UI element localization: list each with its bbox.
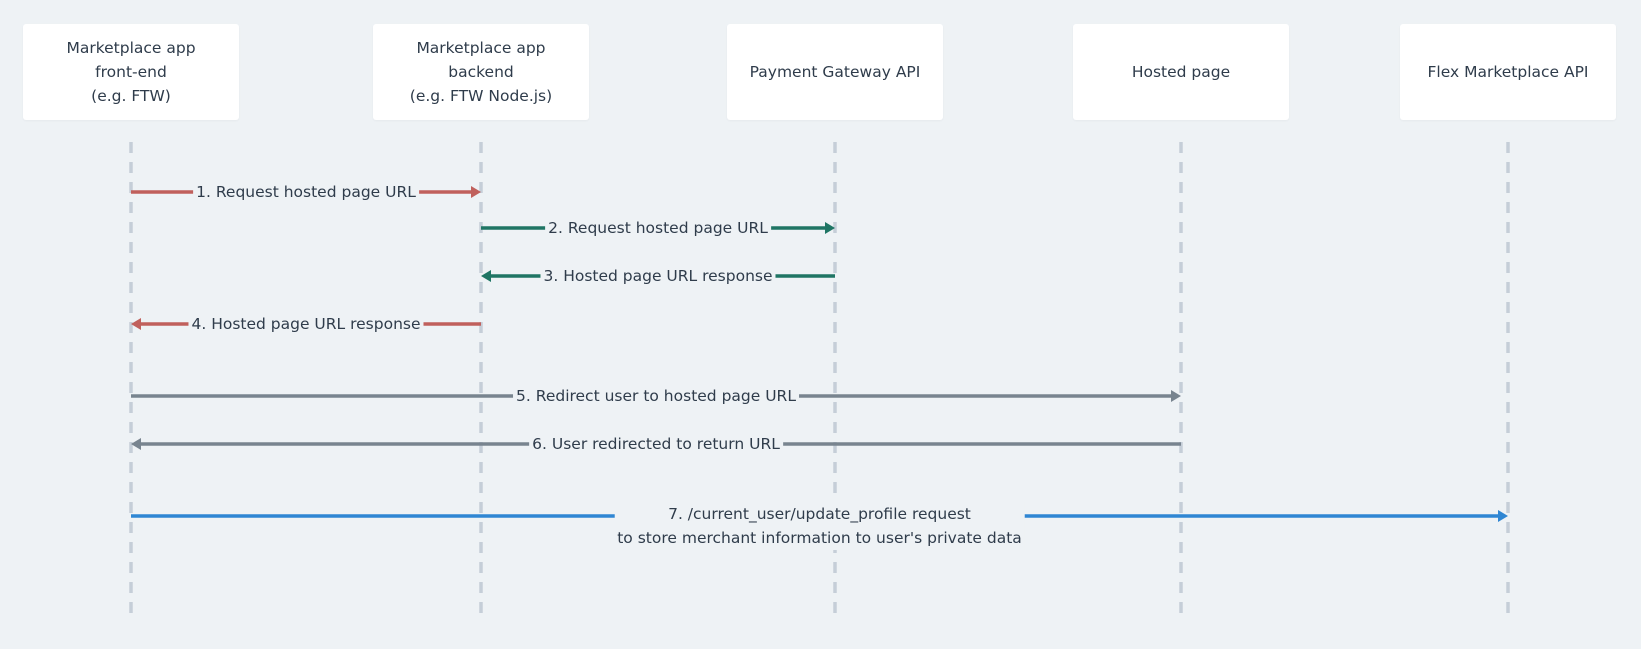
participant-box-frontend: Marketplace app front-end (e.g. FTW) <box>23 24 239 120</box>
message-label-3: 3. Hosted page URL response <box>540 264 776 288</box>
participant-label-frontend: Marketplace app front-end (e.g. FTW) <box>66 39 196 105</box>
participant-box-backend: Marketplace app backend (e.g. FTW Node.j… <box>373 24 589 120</box>
participant-label-flex: Flex Marketplace API <box>1427 63 1589 81</box>
message-label-4: 4. Hosted page URL response <box>188 312 424 336</box>
participant-box-gateway: Payment Gateway API <box>727 24 943 120</box>
message-label-2: 2. Request hosted page URL <box>545 216 771 240</box>
arrowhead-5 <box>1171 390 1181 402</box>
message-label-1: 1. Request hosted page URL <box>193 180 419 204</box>
message-label-5: 5. Redirect user to hosted page URL <box>513 384 799 408</box>
participant-label-backend: Marketplace app backend (e.g. FTW Node.j… <box>409 39 553 105</box>
arrowhead-2 <box>825 222 835 234</box>
participant-box-hosted: Hosted page <box>1073 24 1289 120</box>
participant-box-flex: Flex Marketplace API <box>1400 24 1616 120</box>
participant-label-hosted: Hosted page <box>1131 63 1231 81</box>
arrowhead-3 <box>481 270 491 282</box>
arrowhead-7 <box>1498 510 1508 522</box>
message-label-6: 6. User redirected to return URL <box>529 432 783 456</box>
participant-label-gateway: Payment Gateway API <box>749 63 921 81</box>
arrowhead-6 <box>131 438 141 450</box>
arrowhead-1 <box>471 186 481 198</box>
arrowhead-4 <box>131 318 141 330</box>
message-label-7: 7. /current_user/update_profile request … <box>614 502 1025 550</box>
